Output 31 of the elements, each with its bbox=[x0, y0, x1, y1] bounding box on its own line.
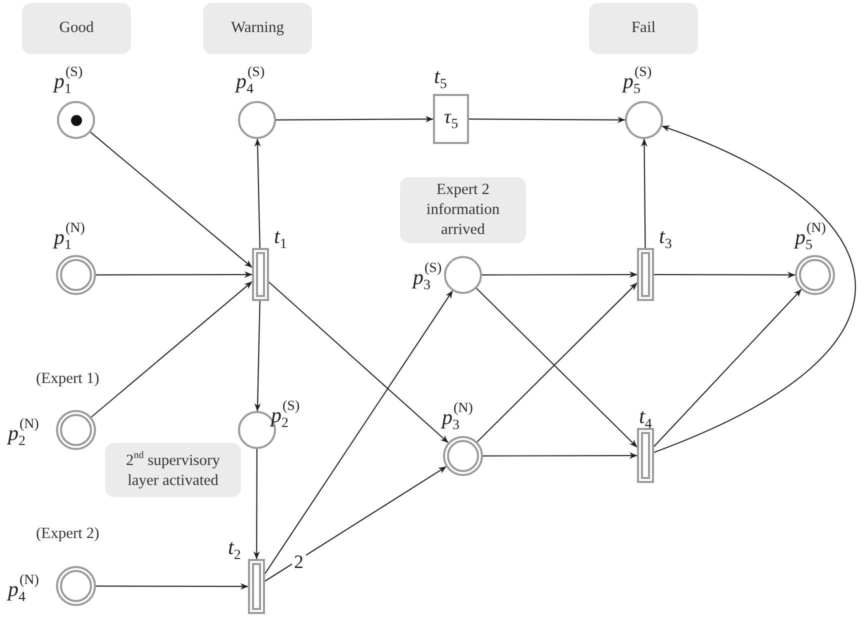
arc-arrow bbox=[90, 281, 252, 418]
arc-arrow bbox=[641, 138, 648, 248]
state-label-box: Warning bbox=[203, 3, 312, 54]
state-label-box: Fail bbox=[589, 3, 698, 54]
arc-arrow bbox=[96, 271, 252, 278]
arc-arrow bbox=[96, 583, 248, 590]
arc-arrow bbox=[654, 289, 802, 447]
arc-arrow bbox=[254, 138, 261, 248]
transition-box: τ$_{5}$ bbox=[433, 94, 469, 144]
transition-label: t$_{3}$ bbox=[659, 226, 672, 252]
arc-arrow bbox=[483, 452, 638, 459]
transition-label: t$_{4}$ bbox=[639, 406, 652, 432]
arc-arrow bbox=[654, 272, 796, 278]
transition-label: t$_{2}$ bbox=[228, 537, 241, 563]
note-text: (Expert 1) bbox=[36, 370, 100, 388]
arc-arrow bbox=[264, 290, 453, 574]
note-text: (Expert 2) bbox=[36, 525, 100, 543]
arc-arrow bbox=[254, 300, 261, 412]
state-label-box: 2$^{nd}$ supervisory layer activated bbox=[105, 443, 241, 497]
arc-arrow bbox=[253, 449, 260, 560]
arc-arrow bbox=[264, 466, 446, 582]
arc-arrow bbox=[276, 116, 434, 122]
arc-arrow bbox=[482, 271, 638, 278]
arc-arrow bbox=[469, 116, 626, 124]
state-label-box: Good bbox=[22, 3, 131, 54]
arc-arrow bbox=[90, 132, 252, 268]
transition-label: t$_{5}$ bbox=[434, 66, 447, 92]
transition-label: t$_{1}$ bbox=[274, 226, 287, 252]
arc-arrow bbox=[654, 126, 855, 453]
arc-arrow bbox=[268, 282, 448, 444]
state-label-box: Expert 2 information arrived bbox=[400, 177, 526, 243]
